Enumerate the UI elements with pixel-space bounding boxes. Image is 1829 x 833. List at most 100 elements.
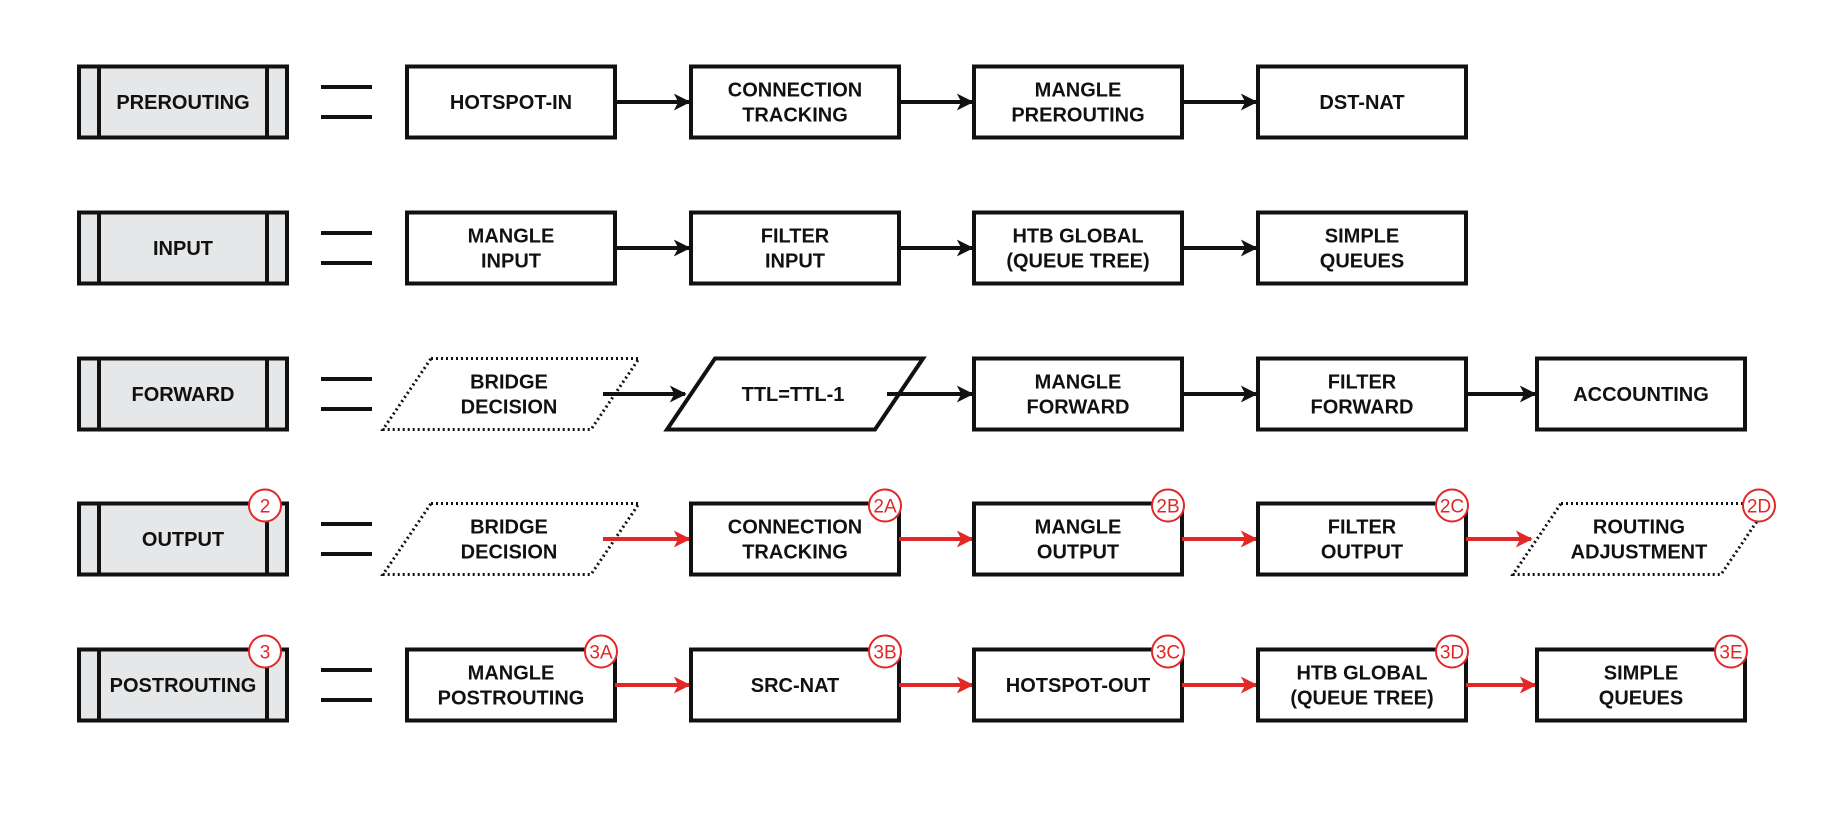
badge-label: 3: [260, 643, 271, 664]
badge-circle: [868, 634, 902, 669]
step-rect: [972, 64, 1184, 140]
step-label: BRIDGE: [470, 517, 548, 539]
step-rect: [689, 647, 901, 723]
badge-label: 3C: [1156, 643, 1180, 664]
step-box: CONNECTION TRACKING: [689, 64, 901, 140]
step-label: TRACKING: [742, 542, 848, 564]
badge-label: 3A: [589, 643, 613, 664]
equals-sign: [321, 85, 372, 119]
step-badge: 3D: [1435, 634, 1469, 669]
chain-name: PREROUTING: [116, 92, 249, 114]
step-label: HTB GLOBAL: [1012, 226, 1143, 248]
step-label: QUEUES: [1320, 251, 1404, 273]
step-label: DECISION: [461, 542, 558, 564]
step-label: ACCOUNTING: [1573, 384, 1709, 406]
step-parallelogram: [663, 356, 927, 432]
step-rect: [972, 356, 1184, 432]
step-label: DST-NAT: [1319, 92, 1404, 114]
chain-name: FORWARD: [132, 384, 235, 406]
step-label: FILTER: [1328, 517, 1397, 539]
step-label: MANGLE: [1035, 372, 1122, 394]
badge-circle: [1151, 488, 1185, 523]
badge-label: 3E: [1719, 643, 1742, 664]
step-rect: [1256, 356, 1468, 432]
step-label: TTL=TTL-1: [742, 384, 845, 406]
step-box: ROUTING ADJUSTMENT 2D: [1510, 488, 1776, 576]
step-rect: [1535, 356, 1747, 432]
step-badge: 2B: [1151, 488, 1185, 523]
step-label: BRIDGE: [470, 372, 548, 394]
badge-label: 2B: [1156, 497, 1179, 518]
badge-label: 2C: [1440, 497, 1464, 518]
step-box: CONNECTION TRACKING 2A: [689, 488, 902, 577]
equals-sign: [321, 668, 372, 702]
step-label: CONNECTION: [728, 80, 862, 102]
step-label: CONNECTION: [728, 517, 862, 539]
equals-sign: [321, 522, 372, 556]
step-label: OUTPUT: [1037, 542, 1119, 564]
step-badge: 2D: [1742, 488, 1776, 523]
step-badge: 2C: [1435, 488, 1469, 523]
badge-label: 2A: [873, 497, 897, 518]
step-label: PREROUTING: [1011, 105, 1144, 127]
step-badge: 3C: [1151, 634, 1185, 669]
step-label: MANGLE: [1035, 517, 1122, 539]
chain-box: [77, 64, 289, 140]
badge-circle: [248, 488, 282, 523]
step-label: SIMPLE: [1325, 226, 1399, 248]
step-label: SIMPLE: [1604, 663, 1678, 685]
chain-block: PREROUTING: [77, 64, 289, 140]
step-label: MANGLE: [468, 226, 555, 248]
step-label: HOTSPOT-IN: [450, 92, 572, 114]
step-rect: [972, 647, 1184, 723]
step-label: ROUTING: [1593, 517, 1685, 539]
step-badge: 3A: [584, 634, 618, 669]
step-rect: [1535, 647, 1747, 723]
badge-circle: [868, 488, 902, 523]
step-box: SIMPLE QUEUES 3E: [1535, 634, 1748, 723]
step-box: FILTER OUTPUT 2C: [1256, 488, 1469, 577]
step-label: INPUT: [765, 251, 825, 273]
badge-circle: [1151, 634, 1185, 669]
step-rect: [689, 210, 901, 286]
step-rect: [689, 501, 901, 577]
chain-box: [77, 210, 289, 286]
step-label: QUEUES: [1599, 688, 1683, 710]
chain-block: FORWARD: [77, 356, 289, 432]
step-label: (QUEUE TREE): [1290, 688, 1433, 710]
chain-row-output: OUTPUT2BRIDGEDECISIONCONNECTIONTRACKING2…: [77, 488, 1776, 577]
chain-badge: 2: [248, 488, 282, 523]
chain-block: INPUT: [77, 210, 289, 286]
step-box: TTL=TTL-1: [663, 356, 927, 432]
chain-row-forward: FORWARDBRIDGEDECISIONTTL=TTL-1MANGLEFORW…: [77, 356, 1747, 432]
step-label: SRC-NAT: [751, 675, 840, 697]
step-label: ADJUSTMENT: [1571, 542, 1708, 564]
step-label: OUTPUT: [1321, 542, 1403, 564]
step-rect: [405, 210, 617, 286]
chain-box: [77, 356, 289, 432]
badge-circle: [584, 634, 618, 669]
step-box: HTB GLOBAL(QUEUE TREE)3D: [1256, 634, 1469, 723]
step-label: MANGLE: [1035, 80, 1122, 102]
step-decision-dotted: [1510, 502, 1772, 576]
step-rect: [1256, 64, 1468, 140]
step-decision-dotted: [380, 502, 642, 576]
step-label: TRACKING: [742, 105, 848, 127]
step-rect: [689, 64, 901, 140]
badge-circle: [1714, 634, 1748, 669]
equals-sign: [321, 377, 372, 411]
step-rect: [1256, 501, 1468, 577]
step-label: POSTROUTING: [438, 688, 585, 710]
chain-name: POSTROUTING: [110, 675, 257, 697]
step-box: HOTSPOT-IN: [405, 64, 617, 140]
chain-row-postrouting: POSTROUTING3MANGLEPOSTROUTING3ASRC-NAT3B…: [77, 634, 1748, 723]
equals-sign: [321, 231, 372, 265]
step-rect: [972, 501, 1184, 577]
step-rect: [1256, 647, 1468, 723]
badge-label: 2: [260, 497, 271, 518]
